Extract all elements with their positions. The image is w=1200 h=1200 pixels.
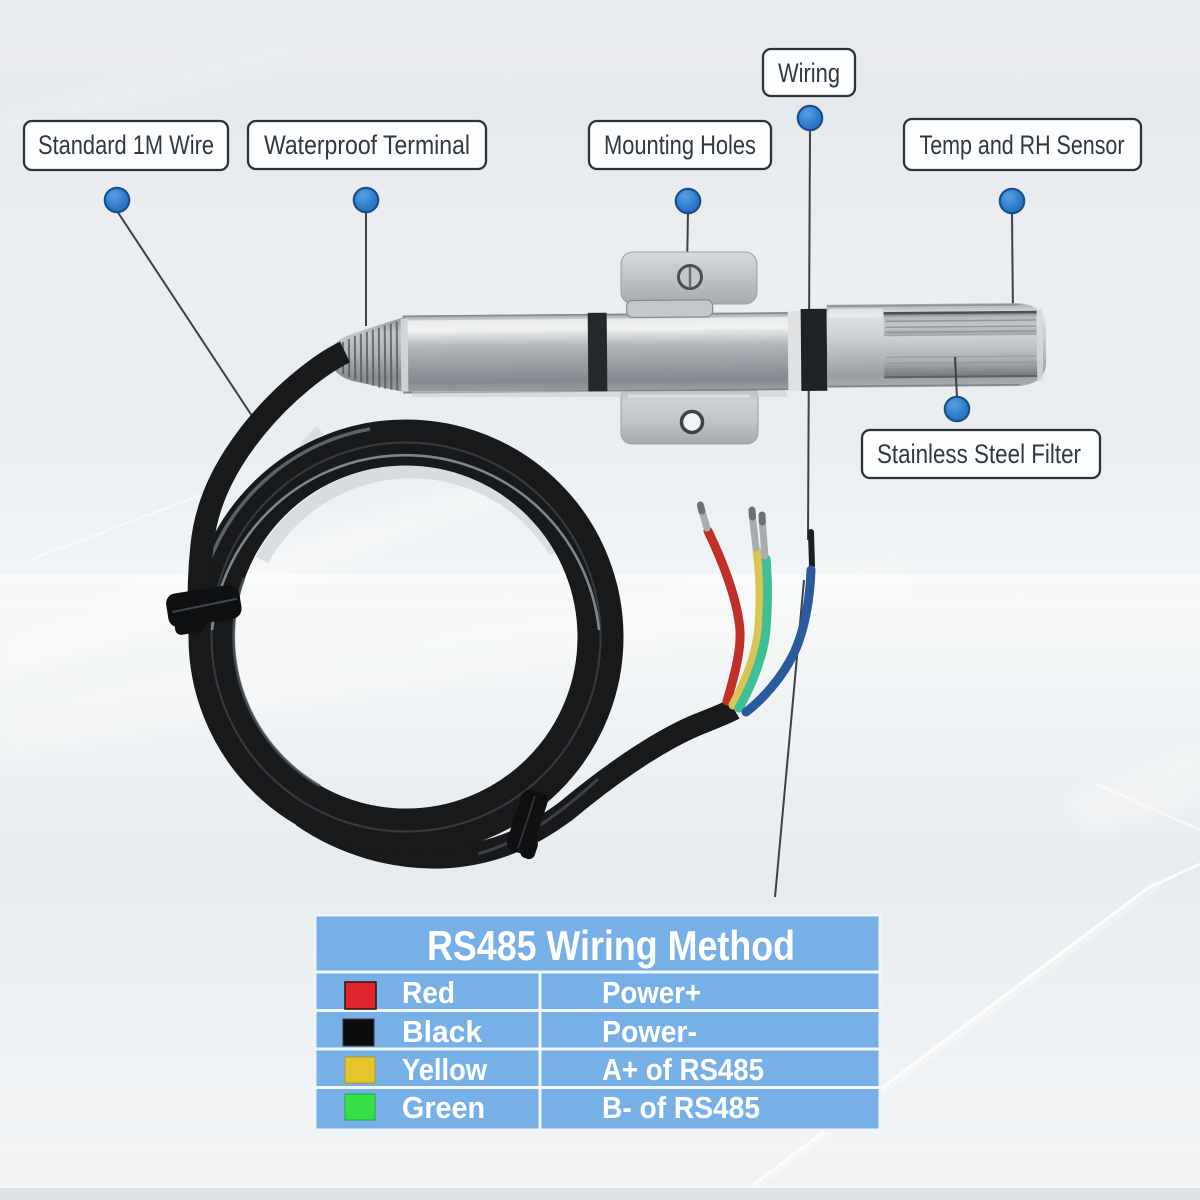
svg-text:Temp and RH Sensor: Temp and RH Sensor xyxy=(920,130,1125,160)
svg-text:RS485 Wiring Method: RS485 Wiring Method xyxy=(427,922,795,969)
svg-text:Power-: Power- xyxy=(602,1014,697,1049)
svg-text:Standard 1M Wire: Standard 1M Wire xyxy=(38,130,214,160)
svg-text:Yellow: Yellow xyxy=(402,1052,488,1087)
svg-text:Wiring: Wiring xyxy=(778,58,840,88)
svg-text:B- of RS485: B- of RS485 xyxy=(602,1090,760,1125)
svg-text:Stainless Steel Filter: Stainless Steel Filter xyxy=(877,439,1081,469)
svg-text:A+ of RS485: A+ of RS485 xyxy=(602,1052,764,1087)
svg-text:Black: Black xyxy=(402,1014,483,1049)
svg-text:Power+: Power+ xyxy=(602,975,701,1010)
svg-text:Mounting Holes: Mounting Holes xyxy=(604,130,756,160)
svg-text:Green: Green xyxy=(402,1090,485,1125)
svg-text:Red: Red xyxy=(402,975,455,1010)
svg-text:Waterproof Terminal: Waterproof Terminal xyxy=(264,130,470,160)
